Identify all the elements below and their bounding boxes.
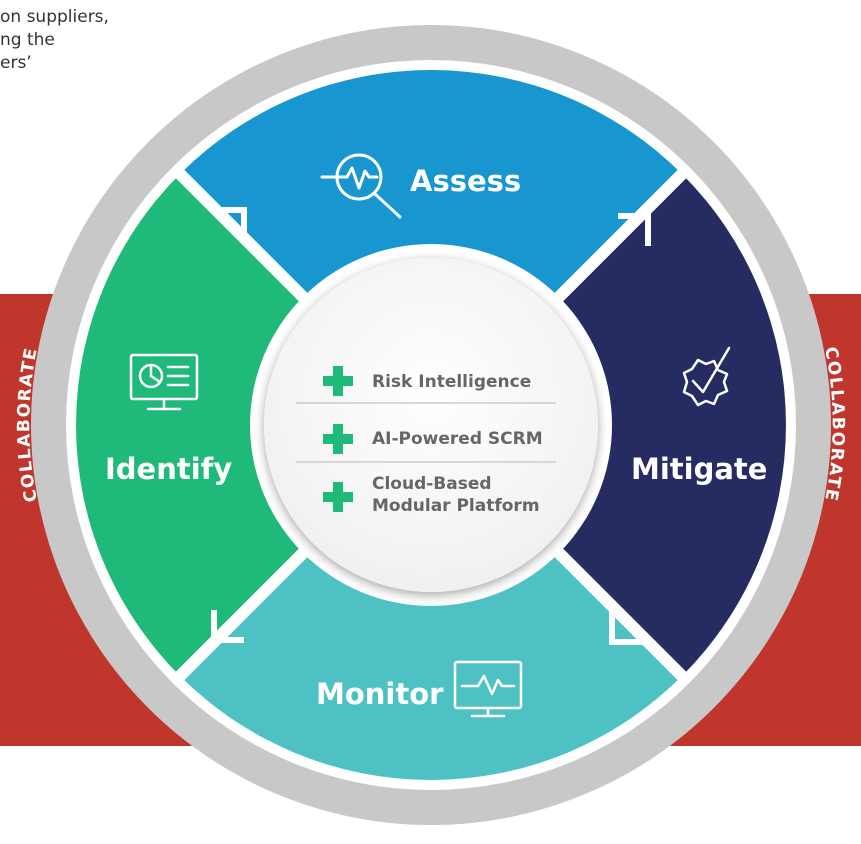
plus-icon	[323, 482, 353, 512]
arrow-notches	[211, 207, 651, 645]
center-circle	[264, 258, 598, 592]
gear-check-icon	[682, 346, 731, 407]
center-item-label: Risk Intelligence	[372, 372, 531, 392]
assess-group[interactable]: Assess	[320, 153, 521, 219]
plus-icon	[323, 424, 353, 454]
center-item-label: Cloud-Based	[372, 474, 492, 494]
plus-icon	[323, 366, 353, 396]
mitigate-group[interactable]: Mitigate	[631, 346, 767, 486]
center-item-risk-intelligence: Risk Intelligence	[323, 366, 531, 396]
center-item-label: AI-Powered SCRM	[372, 429, 543, 449]
intro-line: on suppliers,	[0, 7, 109, 27]
intro-line: ers’	[0, 53, 32, 73]
intro-text: on suppliers, ng the ers’	[0, 6, 170, 75]
analysis-magnifier-icon	[320, 153, 402, 219]
identify-group[interactable]: Identify	[105, 353, 232, 486]
center-item-label: Modular Platform	[372, 496, 540, 516]
segment-label-mitigate: Mitigate	[631, 452, 767, 486]
intro-line: ng the	[0, 30, 55, 50]
center-item-cloud-based-modular-platform: Cloud-Based Modular Platform	[323, 474, 540, 516]
dashboard-monitor-icon	[129, 353, 199, 411]
segment-label-identify: Identify	[105, 452, 232, 486]
center-item-ai-powered-scrm: AI-Powered SCRM	[323, 424, 543, 454]
segment-label-monitor: Monitor	[316, 677, 444, 711]
segment-label-assess: Assess	[410, 164, 521, 198]
monitor-pulse-icon	[453, 660, 523, 718]
monitor-group[interactable]: Monitor	[316, 660, 523, 718]
